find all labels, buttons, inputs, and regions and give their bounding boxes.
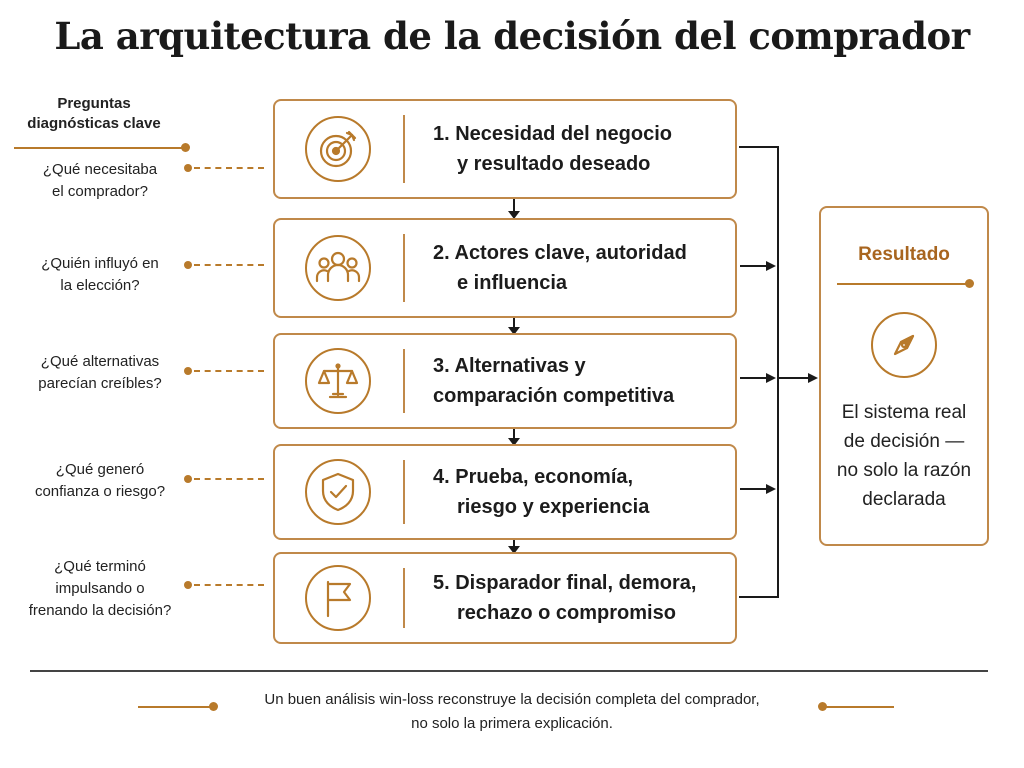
connector-dot [184,164,192,172]
step-label-line-2: rechazo o compromiso [457,602,676,624]
down-arrow [508,199,520,219]
question-alternatives: ¿Qué alternativas parecían creíbles? [20,351,180,395]
question-line: confianza o riesgo? [34,483,166,500]
footer-line: Un buen análisis win-loss reconstruye la… [264,691,760,708]
question-trigger: ¿Qué terminó impulsando o frenando la de… [20,556,180,622]
down-arrow [508,318,520,335]
result-line: declarada [862,489,946,510]
step-label-line-1: 4. Prueba, economía, [433,466,634,488]
result-divider [837,283,969,285]
result-line: no solo la razón [836,460,972,481]
connector-dot [184,261,192,269]
diagnostic-questions-heading: Preguntas diagnósticas clave [14,94,174,134]
footer-accent-line-left [138,706,214,708]
shield-check-icon [305,459,371,525]
result-description: El sistema real de decisión — no solo la… [821,398,987,514]
heading-divider [14,147,186,149]
step-label-line-1: 5. Disparador final, demora, [433,572,697,594]
step-divider [403,460,405,524]
flag-icon [305,565,371,631]
step-1-business-need: 1. Necesidad del negocio y resultado des… [273,99,737,199]
step-4-proof-risk: 4. Prueba, economía, riesgo y experienci… [273,444,737,540]
people-icon [305,235,371,301]
convergence-bracket [739,146,818,598]
result-line: de decisión — [843,431,965,452]
step-3-alternatives: 3. Alternativas y comparación competitiv… [273,333,737,429]
step-label-line-1: 1. Necesidad del negocio [433,123,672,145]
step-2-key-actors: 2. Actores clave, autoridad e influencia [273,218,737,318]
question-line: parecían creíbles? [38,375,162,392]
step-label-line-1: 3. Alternativas y [433,355,586,377]
question-influence: ¿Quién influyó en la elección? [20,253,180,297]
question-trust: ¿Qué generó confianza o riesgo? [20,459,180,503]
page-title: La arquitectura de la decisión del compr… [54,14,970,58]
dashed-connector [194,264,264,266]
dashed-connector [194,478,264,480]
step-label: 5. Disparador final, demora, rechazo o c… [433,568,696,628]
result-title: Resultado [858,244,950,265]
scales-icon [305,348,371,414]
question-line: ¿Qué alternativas [40,353,160,370]
heading-line-1: Preguntas [57,95,131,112]
question-line: la elección? [60,277,140,294]
footer-accent-dot-left [209,702,218,711]
connector-dot [184,367,192,375]
target-icon [305,116,371,182]
step-label: 3. Alternativas y comparación competitiv… [433,351,674,411]
question-line: ¿Quién influyó en [41,255,159,272]
result-line: El sistema real [841,402,967,423]
footer-accent-line-right [822,706,894,708]
step-5-final-trigger: 5. Disparador final, demora, rechazo o c… [273,552,737,644]
question-line: el comprador? [52,183,148,200]
heading-divider-dot [181,143,190,152]
question-line: impulsando o [55,580,145,597]
dashed-connector [194,584,264,586]
connector-dot [184,475,192,483]
question-line: ¿Qué terminó [54,558,146,575]
question-line: ¿Qué necesitaba [42,161,158,178]
step-divider [403,234,405,302]
step-label-line-2: e influencia [457,272,568,294]
result-divider-dot [965,279,974,288]
step-divider [403,568,405,628]
result-box: Resultado El sistema real de decisión — … [819,206,989,546]
step-divider [403,115,405,183]
step-label-line-2: y resultado deseado [457,153,651,175]
dashed-connector [194,167,264,169]
step-label: 4. Prueba, economía, riesgo y experienci… [433,462,649,522]
footer-line: no solo la primera explicación. [411,715,613,732]
step-label-line-2: riesgo y experiencia [457,496,650,518]
compass-icon [871,312,937,378]
question-line: ¿Qué generó [55,461,145,478]
step-label: 1. Necesidad del negocio y resultado des… [433,119,672,179]
question-line: frenando la decisión? [28,602,172,619]
dashed-connector [194,370,264,372]
step-label-line-1: 2. Actores clave, autoridad [433,242,687,264]
step-label-line-2: comparación competitiva [433,385,675,407]
heading-line-2: diagnósticas clave [27,115,161,132]
connector-dot [184,581,192,589]
footer-caption: Un buen análisis win-loss reconstruye la… [220,688,804,736]
down-arrow [508,429,520,446]
step-label: 2. Actores clave, autoridad e influencia [433,238,687,298]
step-divider [403,349,405,413]
footer-divider [30,670,988,672]
down-arrow [508,540,520,554]
question-need: ¿Qué necesitaba el comprador? [20,159,180,203]
